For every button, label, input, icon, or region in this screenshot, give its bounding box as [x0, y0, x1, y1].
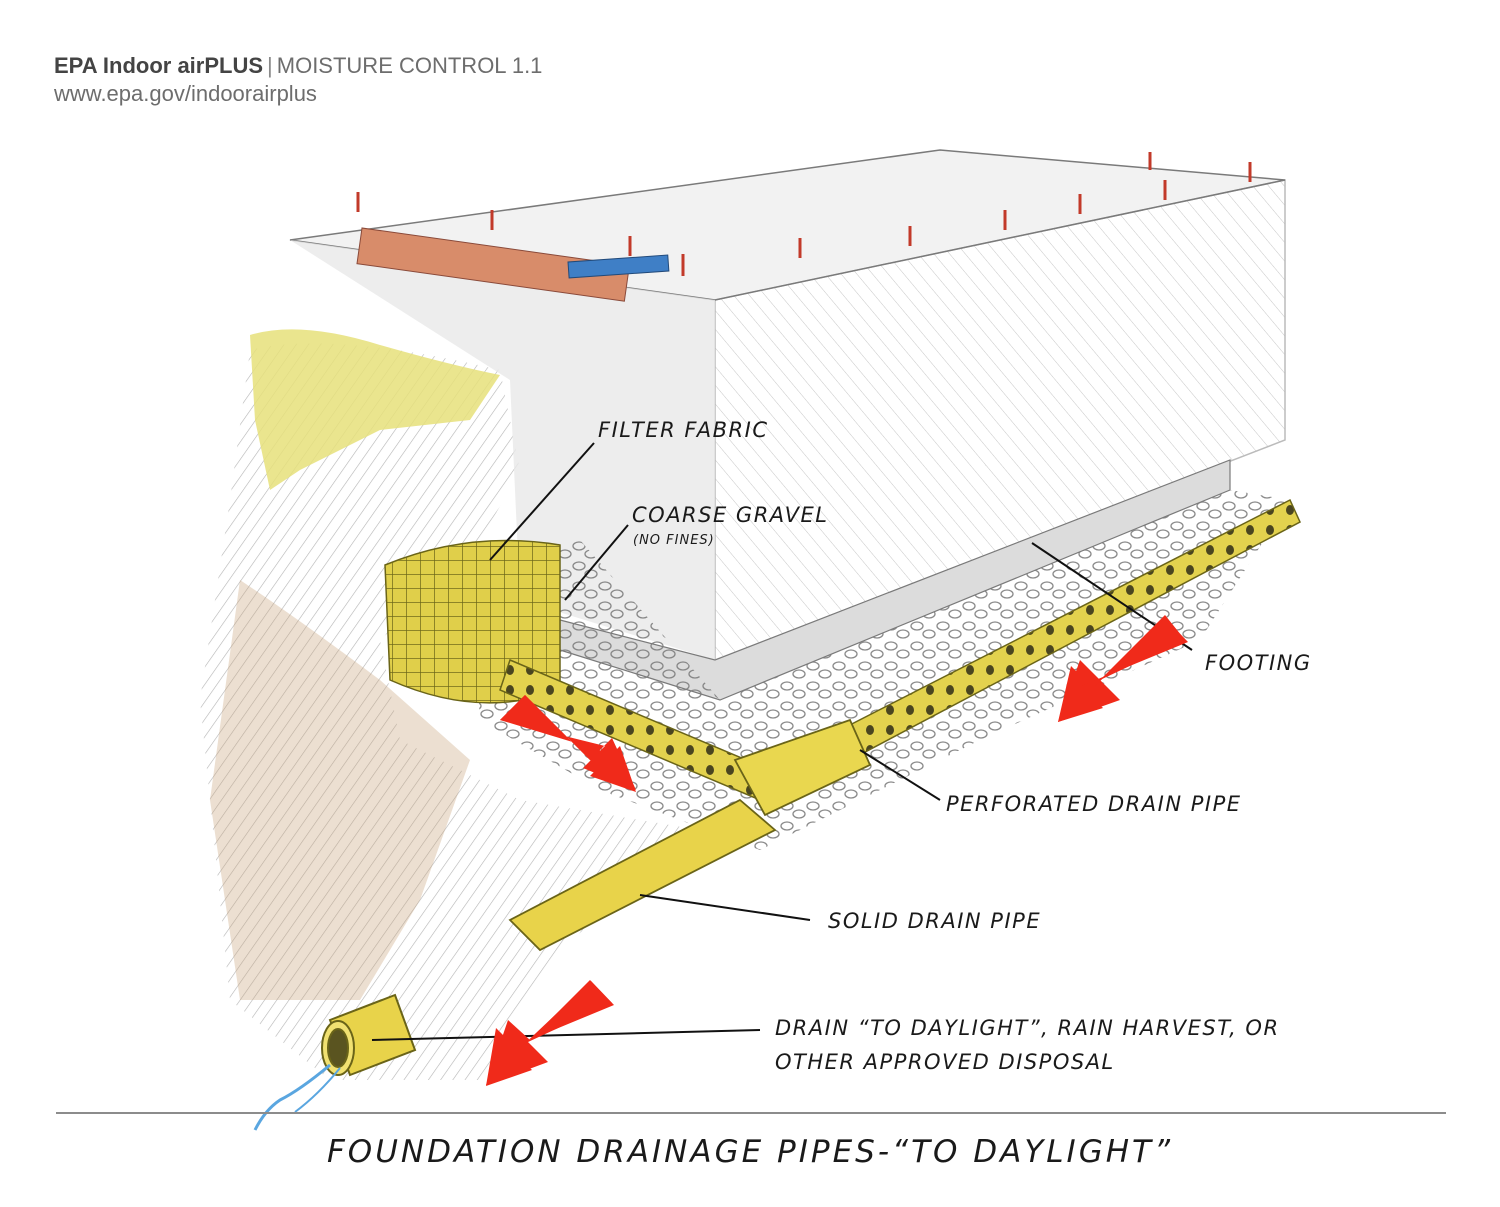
header-brand: EPA Indoor airPLUS — [54, 53, 264, 78]
pipe-tee-fitting — [733, 718, 872, 817]
water-outflow — [253, 1063, 331, 1131]
sill-plate — [356, 227, 630, 302]
label-drain-line2: OTHER APPROVED DISPOSAL — [775, 1050, 1115, 1074]
outlet-pipe — [321, 993, 417, 1077]
label-coarse-gravel: COARSE GRAVEL — [632, 503, 829, 527]
caption-divider — [56, 1112, 1446, 1114]
label-filter-fabric: FILTER FABRIC — [598, 418, 769, 442]
figure-caption: FOUNDATION DRAINAGE PIPES-“TO DAYLIGHT” — [326, 1134, 1174, 1170]
anchor-bolts — [356, 152, 1252, 276]
label-drain-line1: DRAIN “TO DAYLIGHT”, RAIN HARVEST, OR — [775, 1016, 1280, 1040]
label-solid-drain-pipe: SOLID DRAIN PIPE — [828, 909, 1042, 933]
label-no-fines: (NO FINES) — [633, 533, 715, 548]
header-section: MOISTURE CONTROL 1.1 — [276, 53, 543, 78]
label-footing: FOOTING — [1205, 651, 1312, 675]
foundation-left-face — [290, 240, 715, 660]
header-separator: | — [267, 53, 273, 78]
header-title-row: EPA Indoor airPLUS|MOISTURE CONTROL 1.1 — [54, 52, 542, 80]
grass-region — [250, 329, 500, 490]
page-header: EPA Indoor airPLUS|MOISTURE CONTROL 1.1 … — [54, 52, 542, 108]
solid-drain-pipe — [508, 798, 777, 952]
sill-gasket — [567, 254, 670, 279]
label-perforated-drain-pipe: PERFORATED DRAIN PIPE — [946, 792, 1242, 816]
header-url: www.epa.gov/indoorairplus — [54, 81, 317, 106]
soil-color-region — [210, 580, 470, 1000]
